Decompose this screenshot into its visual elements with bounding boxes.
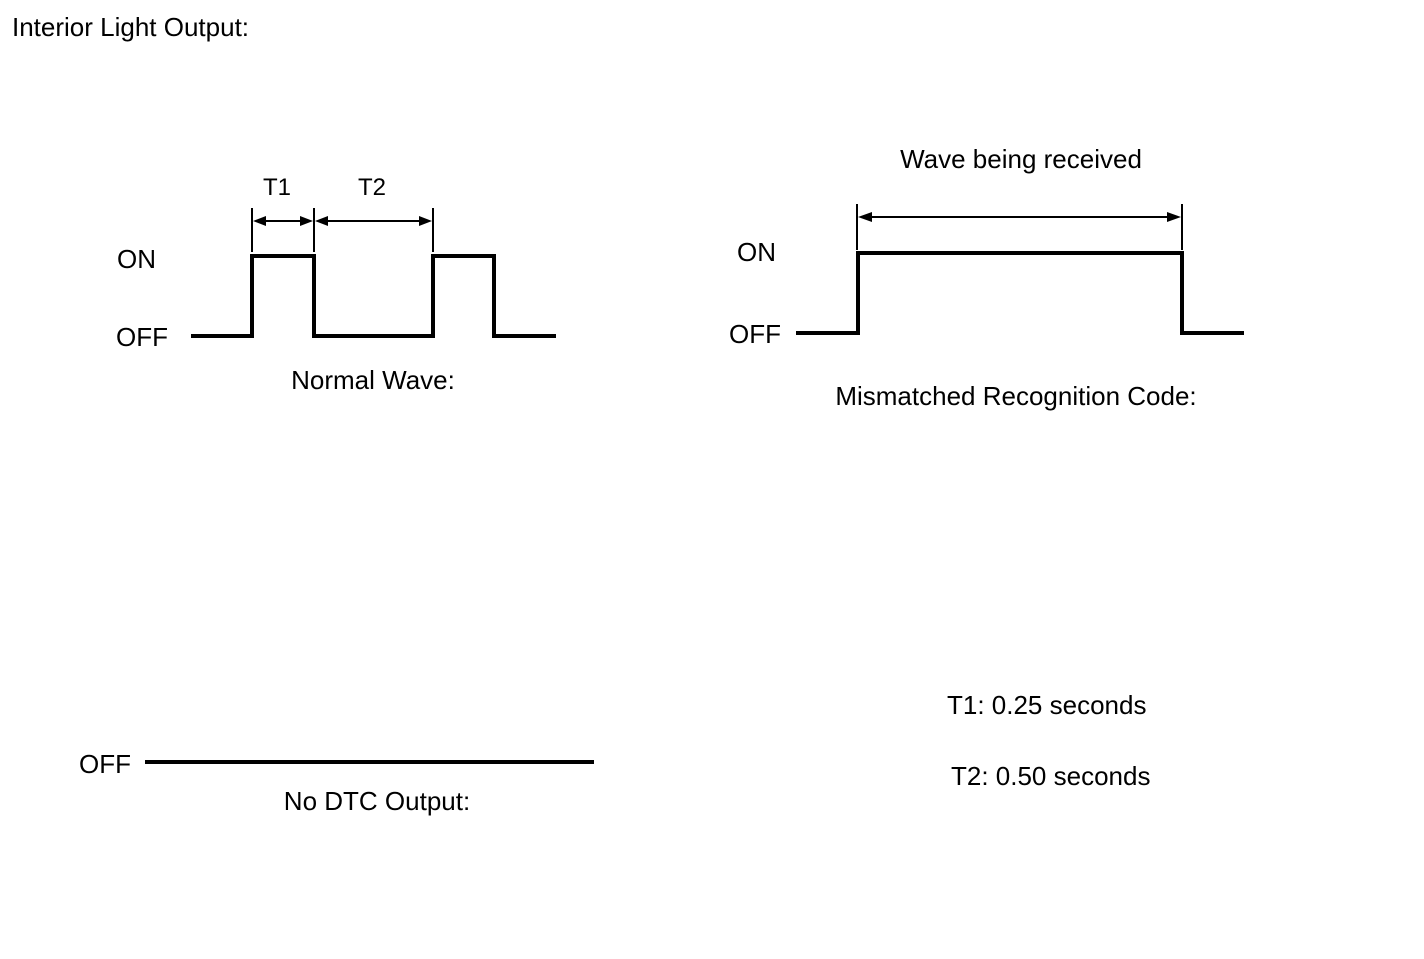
no-dtc-off-label: OFF <box>79 749 131 779</box>
timing-t1: T1: 0.25 seconds <box>947 690 1146 720</box>
mismatched-on-label: ON <box>737 237 776 267</box>
normal-wave-t2-arrow-right <box>419 216 432 226</box>
diagram-title: Interior Light Output: <box>12 12 249 42</box>
timing-t2: T2: 0.50 seconds <box>951 761 1150 791</box>
no-dtc-caption: No DTC Output: <box>284 786 470 816</box>
mismatched-span-label: Wave being received <box>900 144 1142 174</box>
normal-wave-t1-arrow-right <box>300 216 313 226</box>
normal-wave-on-label: ON <box>117 244 156 274</box>
normal-wave-off-label: OFF <box>116 322 168 352</box>
mismatched-caption: Mismatched Recognition Code: <box>835 381 1196 411</box>
normal-wave-panel: T1 T2 ON OFF Normal Wave: <box>116 174 556 395</box>
normal-wave-signal <box>191 254 556 338</box>
mismatched-off-label: OFF <box>729 319 781 349</box>
mismatched-arrow-right <box>1167 212 1181 222</box>
normal-wave-t2-label: T2 <box>358 174 386 201</box>
mismatched-code-panel: Wave being received ON OFF Mismatched Re… <box>729 144 1244 411</box>
normal-wave-t2-arrow-left <box>315 216 328 226</box>
mismatched-signal <box>796 251 1244 335</box>
normal-wave-caption: Normal Wave: <box>291 365 455 395</box>
normal-wave-t1-label: T1 <box>263 174 291 201</box>
timing-legend: T1: 0.25 seconds T2: 0.50 seconds <box>947 690 1150 791</box>
mismatched-arrow-left <box>858 212 872 222</box>
no-dtc-panel: OFF No DTC Output: <box>79 749 594 816</box>
normal-wave-t1-arrow-left <box>253 216 266 226</box>
